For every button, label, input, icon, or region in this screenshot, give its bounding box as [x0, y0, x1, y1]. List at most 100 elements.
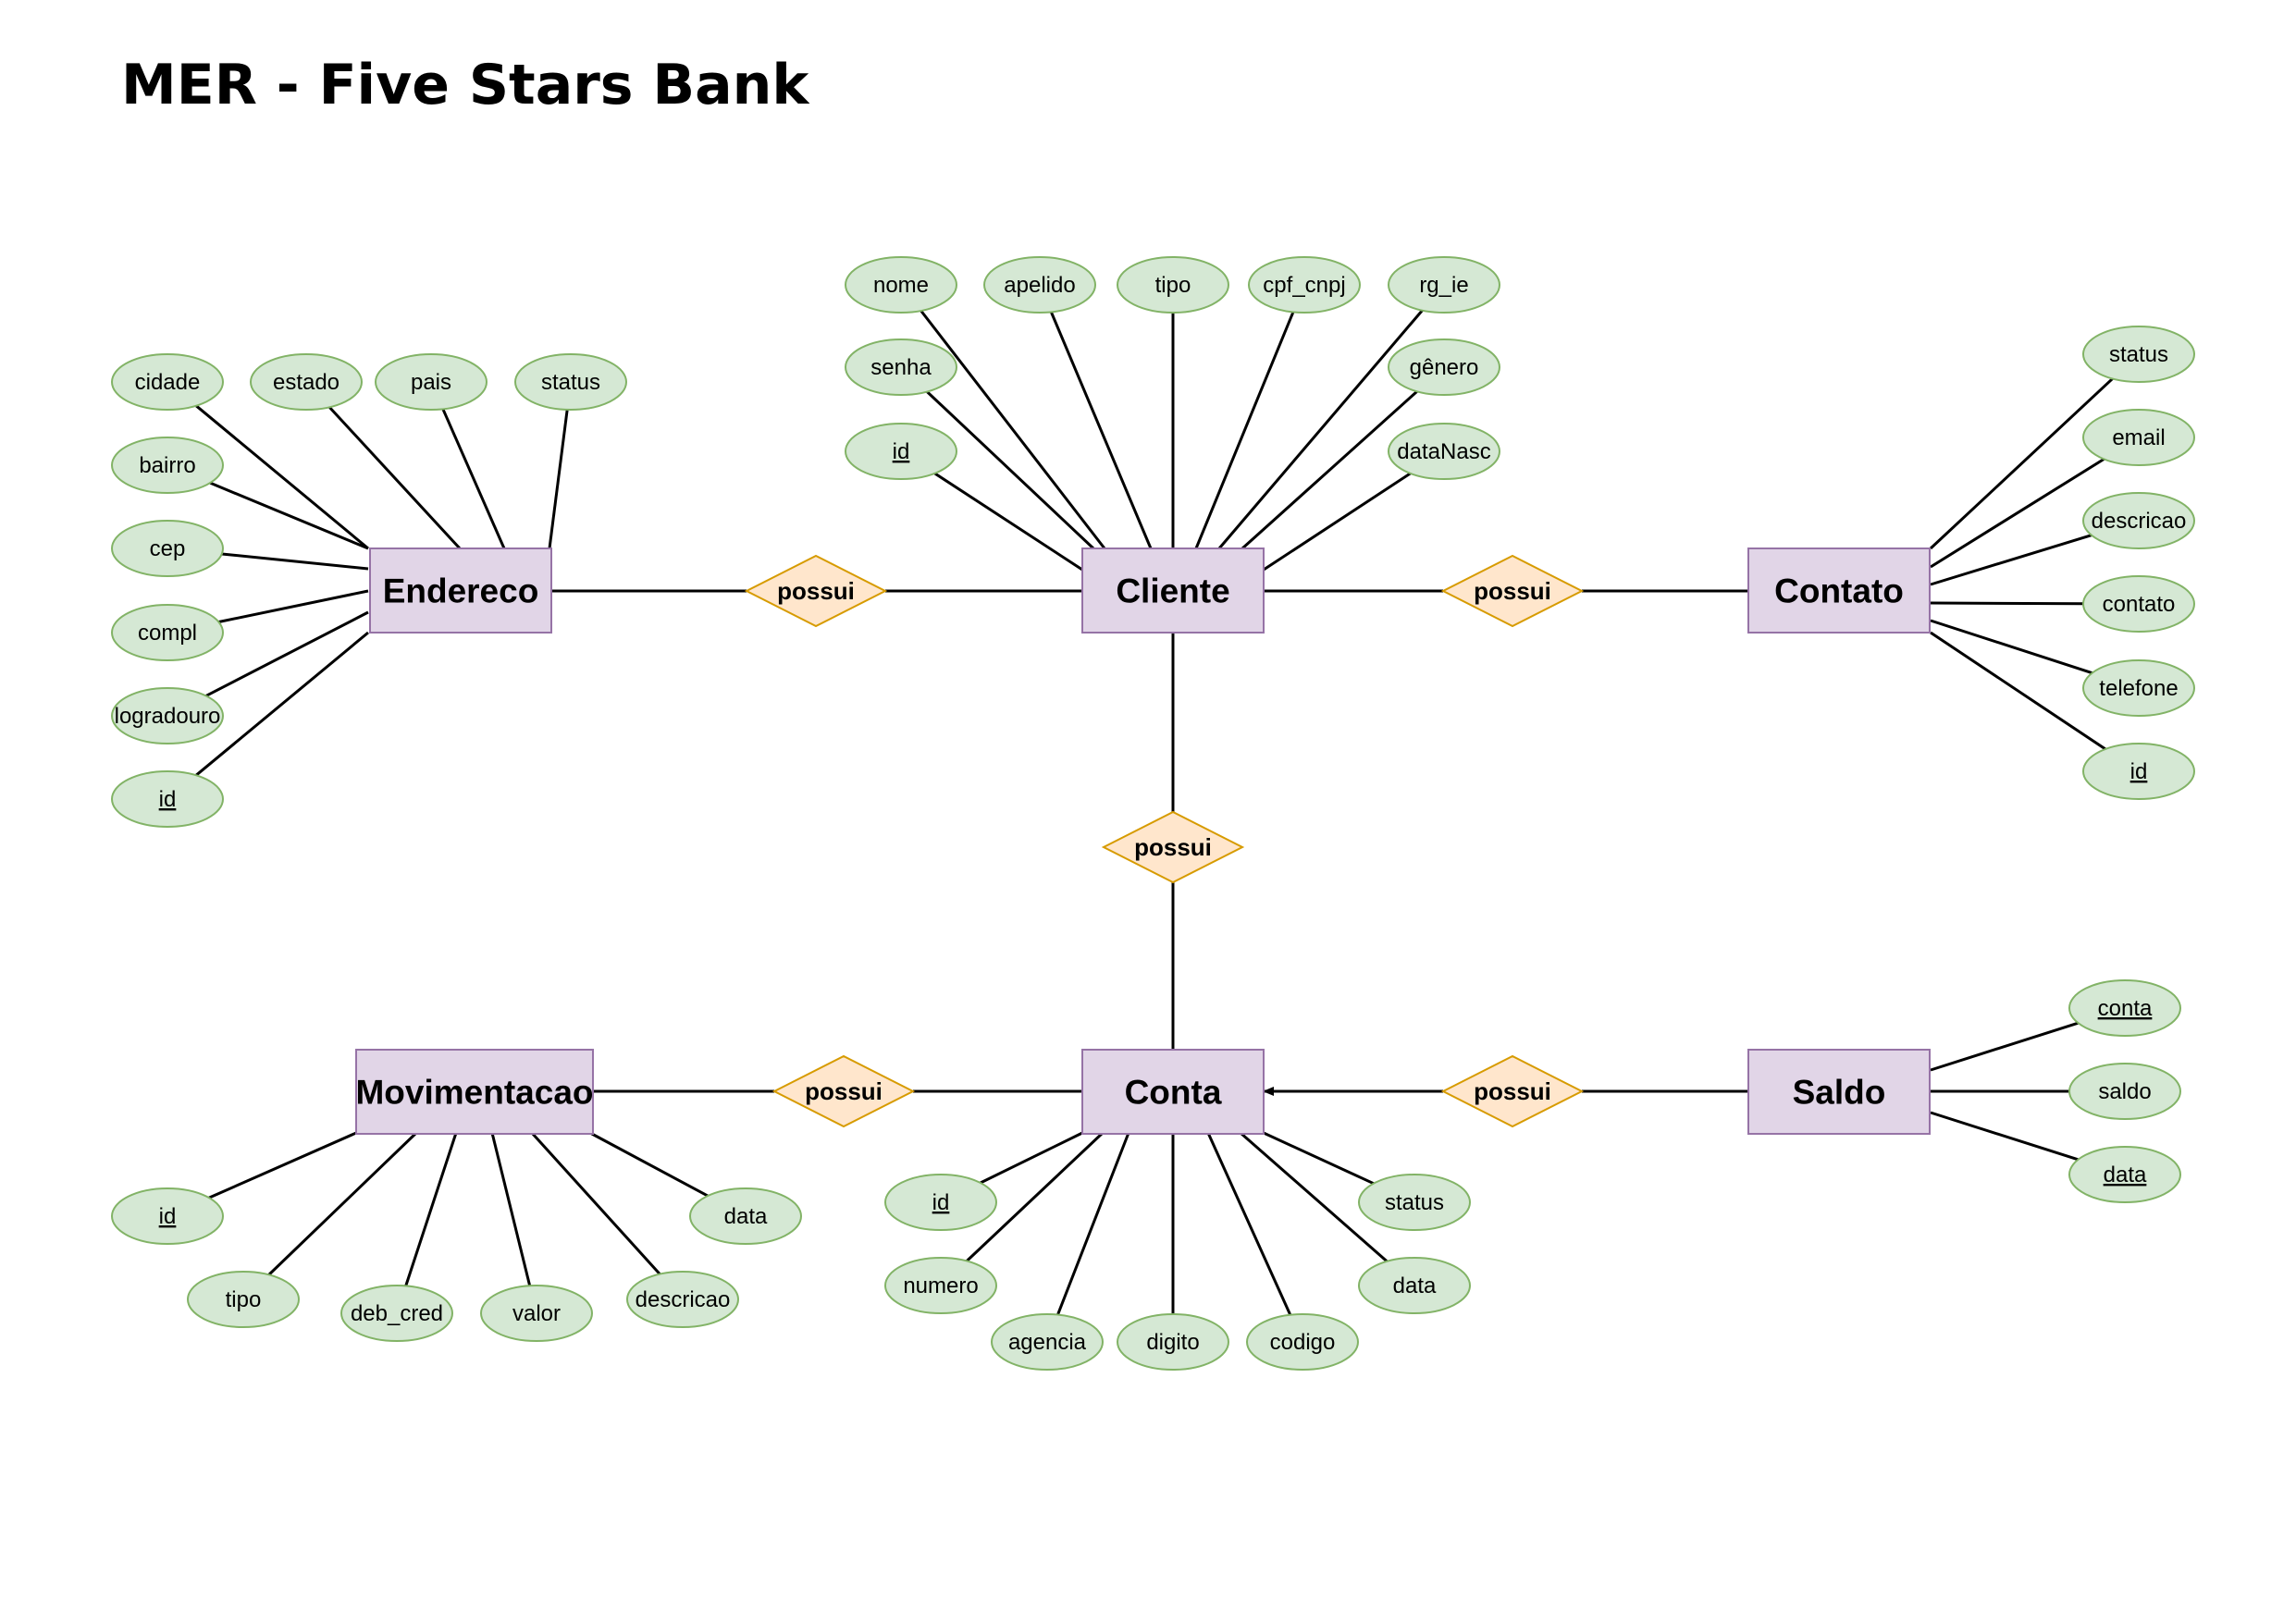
entity-cliente[interactable]: Cliente [1081, 547, 1265, 634]
entity-label: Movimentacao [355, 1074, 593, 1112]
connector-conta-data [1240, 1131, 1389, 1263]
connector-conta-agencia [1056, 1132, 1130, 1316]
connector-movimentacao-valor [490, 1132, 532, 1286]
attribute-cliente-datanasc[interactable]: dataNasc [1388, 423, 1500, 480]
attribute-ellipse [2082, 659, 2195, 717]
attribute-movimentacao-id[interactable]: id [111, 1187, 224, 1245]
attribute-conta-id[interactable]: id [884, 1174, 997, 1231]
attribute-saldo-saldo[interactable]: saldo [2068, 1063, 2181, 1120]
attribute-cliente-nome[interactable]: nome [845, 256, 957, 314]
entity-box [355, 1049, 594, 1135]
attribute-saldo-data[interactable]: data [2068, 1146, 2181, 1203]
attribute-cliente-rg-ie[interactable]: rg_ie [1388, 256, 1500, 314]
attribute-conta-digito[interactable]: digito [1117, 1313, 1229, 1371]
attribute-saldo-conta[interactable]: conta [2068, 979, 2181, 1037]
attribute-label: cidade [135, 370, 201, 395]
entity-label: Contato [1774, 572, 1904, 610]
attribute-endereco-cep[interactable]: cep [111, 520, 224, 577]
attribute-endereco-status[interactable]: status [514, 353, 627, 411]
attribute-ellipse [2082, 409, 2195, 466]
attribute-endereco-estado[interactable]: estado [250, 353, 363, 411]
attribute-key-label: id [2130, 759, 2148, 784]
relationship-movimentacao-conta[interactable]: possui [772, 1054, 916, 1128]
relationship-diamond [1440, 554, 1585, 628]
relationship-label: possui [805, 1077, 883, 1105]
attribute-ellipse [340, 1285, 453, 1342]
attribute-ellipse [1358, 1257, 1471, 1314]
attribute-ellipse [1248, 256, 1361, 314]
connector-cliente-rg-ie [1217, 309, 1424, 549]
entity-movimentacao[interactable]: Movimentacao [355, 1049, 594, 1135]
attribute-contato-id[interactable]: id [2082, 743, 2195, 800]
attribute-ellipse [845, 338, 957, 396]
attribute-contato-status[interactable]: status [2082, 326, 2195, 383]
attribute-movimentacao-tipo[interactable]: tipo [187, 1271, 300, 1328]
attribute-movimentacao-valor[interactable]: valor [480, 1285, 593, 1342]
attribute-contato-email[interactable]: email [2082, 409, 2195, 466]
attribute-endereco-bairro[interactable]: bairro [111, 437, 224, 494]
attribute-label: compl [138, 621, 197, 646]
attribute-key-label: data [2104, 1163, 2147, 1187]
connector-endereco-cep [221, 552, 369, 571]
attribute-ellipse [375, 353, 488, 411]
attribute-contato-descricao[interactable]: descricao [2082, 492, 2195, 549]
attribute-cliente-genero[interactable]: gênero [1388, 338, 1500, 396]
connector-cliente-genero [1241, 390, 1418, 550]
attribute-endereco-compl[interactable]: compl [111, 604, 224, 661]
relationship-label: possui [1134, 833, 1212, 861]
attribute-endereco-logradouro[interactable]: logradouro [111, 687, 224, 744]
connector-endereco-id [195, 631, 369, 777]
attribute-cliente-cpf-cnpj[interactable]: cpf_cnpj [1248, 256, 1361, 314]
attribute-cliente-tipo[interactable]: tipo [1117, 256, 1229, 314]
attribute-endereco-cidade[interactable]: cidade [111, 353, 224, 411]
attribute-ellipse [480, 1285, 593, 1342]
attribute-contato-contato[interactable]: contato [2082, 575, 2195, 633]
attribute-cliente-senha[interactable]: senha [845, 338, 957, 396]
attribute-label: contato [2103, 592, 2176, 617]
attribute-label: logradouro [115, 704, 221, 729]
attribute-conta-agencia[interactable]: agencia [991, 1313, 1104, 1371]
attribute-cliente-apelido[interactable]: apelido [983, 256, 1096, 314]
attribute-ellipse [111, 520, 224, 577]
relationship-cliente-conta[interactable]: possui [1101, 810, 1245, 884]
attribute-label: cep [150, 536, 186, 561]
attribute-endereco-id[interactable]: id [111, 770, 224, 828]
entity-contato[interactable]: Contato [1747, 547, 1931, 634]
entity-conta[interactable]: Conta [1081, 1049, 1265, 1135]
entity-endereco[interactable]: Endereco [369, 547, 552, 634]
attribute-conta-status[interactable]: status [1358, 1174, 1471, 1231]
entity-label: Cliente [1116, 572, 1229, 610]
attribute-label: status [541, 370, 600, 395]
attribute-movimentacao-deb-cred[interactable]: deb_cred [340, 1285, 453, 1342]
entity-box [1747, 1049, 1931, 1135]
connector-cliente-datanasc [1263, 472, 1412, 572]
attribute-ellipse [689, 1187, 802, 1245]
attribute-label: numero [903, 1273, 978, 1298]
entity-saldo[interactable]: Saldo [1747, 1049, 1931, 1135]
connector-cliente-apelido [1049, 311, 1153, 549]
attribute-endereco-pais[interactable]: pais [375, 353, 488, 411]
attribute-label: data [724, 1204, 768, 1229]
relationship-diamond [1101, 810, 1245, 884]
attribute-cliente-id[interactable]: id [845, 423, 957, 480]
attribute-ellipse [111, 353, 224, 411]
relationship-cliente-contato[interactable]: possui [1440, 554, 1585, 628]
attribute-label: data [1393, 1273, 1437, 1298]
attribute-label: descricao [2092, 509, 2187, 534]
attribute-conta-numero[interactable]: numero [884, 1257, 997, 1314]
connector-conta-id [980, 1131, 1083, 1185]
connector-conta-codigo [1206, 1132, 1292, 1316]
attribute-conta-codigo[interactable]: codigo [1246, 1313, 1359, 1371]
attribute-conta-data[interactable]: data [1358, 1257, 1471, 1314]
entity-box [369, 547, 552, 634]
attribute-label: deb_cred [351, 1301, 443, 1326]
attribute-ellipse [2082, 326, 2195, 383]
relationship-saldo-conta[interactable]: possui [1440, 1054, 1585, 1128]
attribute-movimentacao-descricao[interactable]: descricao [626, 1271, 739, 1328]
attribute-contato-telefone[interactable]: telefone [2082, 659, 2195, 717]
relationship-endereco-cliente[interactable]: possui [744, 554, 888, 628]
attribute-movimentacao-data[interactable]: data [689, 1187, 802, 1245]
attribute-ellipse [250, 353, 363, 411]
